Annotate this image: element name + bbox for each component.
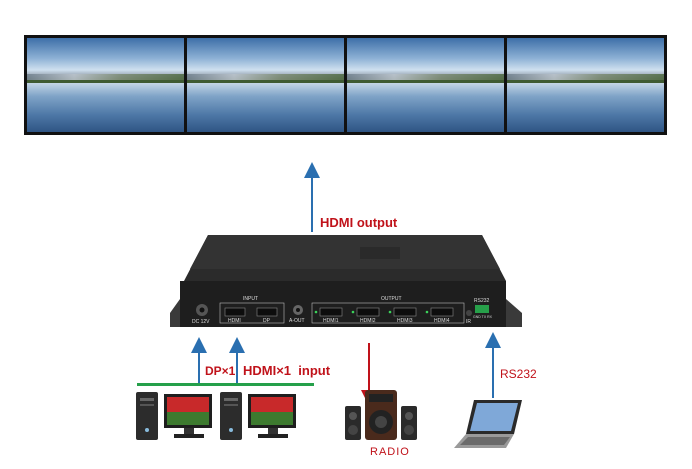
radio-label: RADIO [370,446,410,458]
hdmi-output-label: HDMI output [320,215,398,230]
video-wall-controller: INPUT OUTPUT DC 12V HDMI DP A-OUT HDMI1 … [170,233,522,329]
video-wall-panel [347,38,504,132]
rs232-label: RS232 [500,367,537,381]
hdmi-in-port-label: HDMI [228,318,241,324]
input-group-label: INPUT [243,296,258,302]
input-source-divider [137,383,314,386]
hdmi3-out-port-label: HDMI3 [397,318,413,324]
dc-port-label: DC 12V [192,319,210,325]
rs232-port-label: RS232 [474,298,490,304]
desktop-pc-icon [220,392,296,440]
video-wall-panel [507,38,664,132]
desktop-pc-icon [136,392,212,440]
output-group-label: OUTPUT [381,296,402,302]
video-wall-panel [187,38,344,132]
video-wall-panel [27,38,184,132]
dp-input-label: DP×1 [205,364,236,378]
hdmi2-out-port-label: HDMI2 [360,318,376,324]
audio-out-port-label: A-OUT [289,318,305,324]
speaker-system-icon [345,390,417,440]
rs232-pins-label: GND TX RX [473,315,492,319]
hdmi-input-label: HDMI×1 input [243,363,331,378]
ir-port-label: IR [466,319,471,325]
video-wall-icon [24,35,667,135]
hdmi1-out-port-label: HDMI1 [323,318,339,324]
hdmi4-out-port-label: HDMI4 [434,318,450,324]
laptop-icon [454,400,522,448]
dp-in-port-label: DP [263,318,270,324]
